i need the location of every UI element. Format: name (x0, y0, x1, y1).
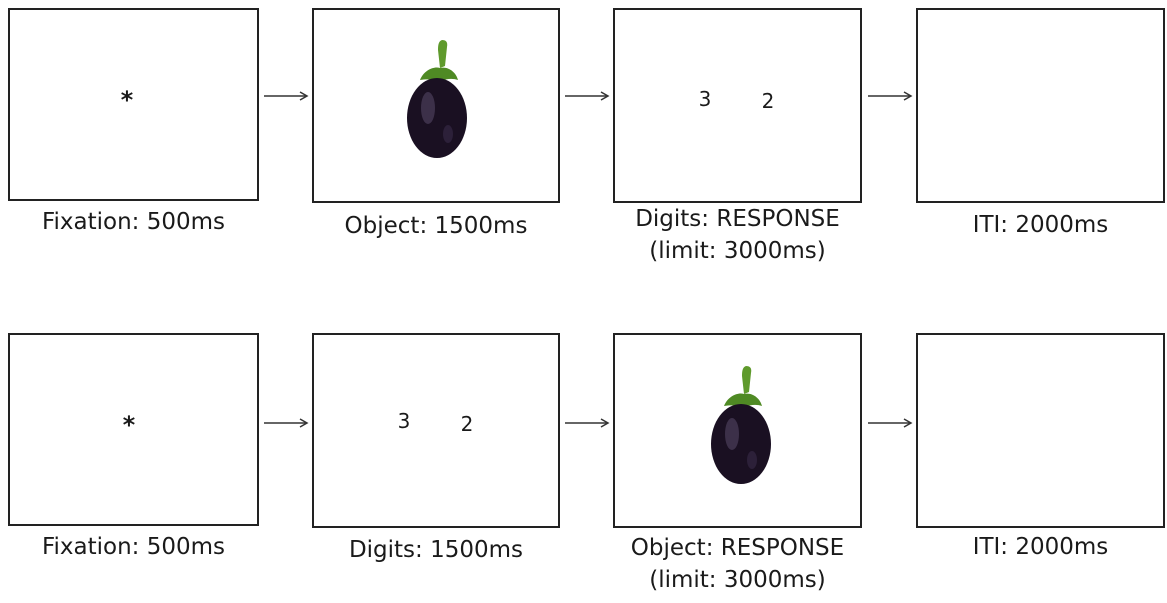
iti-frame-row2 (916, 333, 1165, 528)
object-caption: Object: 1500ms (344, 213, 528, 239)
arrow-icon (565, 91, 610, 101)
arrow-icon (868, 418, 913, 428)
fixation-caption: Fixation: 500ms (41, 209, 226, 235)
object-limit-caption: (limit: 3000ms) (649, 567, 826, 593)
fixation-symbol: * (121, 411, 137, 439)
digit-left: 3 (698, 87, 712, 111)
eggplant-image (407, 40, 467, 158)
digit-right: 2 (460, 412, 474, 436)
arrow-icon (868, 91, 913, 101)
fixation-caption: Fixation: 500ms (41, 534, 226, 560)
arrow-icon (565, 418, 610, 428)
digits-frame-row1 (613, 8, 862, 203)
digit-left: 3 (397, 409, 411, 433)
digits-frame-row2 (312, 333, 560, 528)
fixation-frame-row1 (8, 8, 259, 201)
eggplant-image (711, 366, 771, 484)
fixation-symbol: * (119, 86, 135, 114)
fixation-frame-row2 (8, 333, 259, 526)
arrow-icon (264, 418, 309, 428)
digits-caption: Digits: 1500ms (348, 537, 524, 563)
object-caption: Object: RESPONSE (630, 535, 845, 561)
digits-caption: Digits: RESPONSE (635, 206, 840, 232)
iti-frame-row1 (916, 8, 1165, 203)
digits-limit-caption: (limit: 3000ms) (649, 238, 826, 264)
digit-right: 2 (761, 89, 775, 113)
arrow-icon (264, 91, 309, 101)
iti-caption: ITI: 2000ms (972, 212, 1109, 238)
iti-caption: ITI: 2000ms (972, 534, 1109, 560)
